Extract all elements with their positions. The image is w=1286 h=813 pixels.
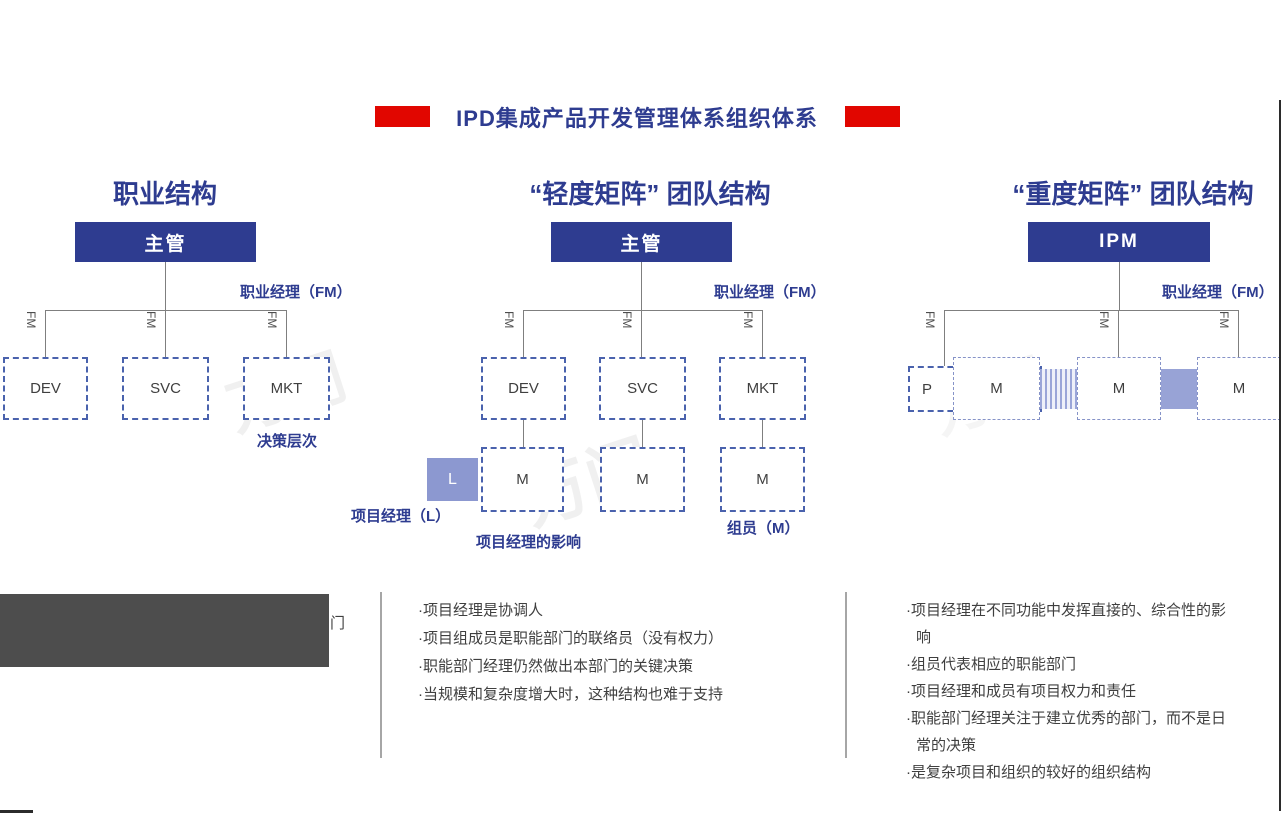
redacted-note-box xyxy=(0,594,329,667)
note-tail-text: 门 xyxy=(330,615,346,632)
connector-line xyxy=(523,310,763,311)
col1-dev-box: DEV xyxy=(3,357,88,420)
col2-bullet-1: ·项目经理是协调人 xyxy=(418,602,543,619)
title-accent-left xyxy=(375,106,430,127)
connector-line xyxy=(641,310,642,357)
col3-bullet-2: ·组员代表相应的职能部门 xyxy=(906,656,1076,673)
col3-member-m-box-2: M xyxy=(1077,357,1161,420)
col1-decision-level-label: 决策层次 xyxy=(257,433,318,450)
fm-tag: FM xyxy=(1217,311,1231,329)
fm-tag: FM xyxy=(265,311,279,329)
connector-line xyxy=(944,310,945,366)
col3-solid-connector xyxy=(1161,369,1197,409)
col3-member-m-box-3: M xyxy=(1197,357,1281,420)
col2-pm-influence-label: 项目经理的影响 xyxy=(476,534,582,551)
col1-svc-box: SVC xyxy=(122,357,209,420)
col2-bullet-2: ·项目组成员是职能部门的联络员（没有权力） xyxy=(418,630,723,647)
col3-header: “重度矩阵” 团队结构 xyxy=(1012,179,1254,209)
fm-tag: FM xyxy=(502,311,516,329)
col3-bullet-1: ·项目经理在不同功能中发挥直接的、综合性的影响 xyxy=(906,602,1226,646)
connector-line xyxy=(762,310,763,357)
connector-line xyxy=(641,262,642,310)
col2-member-label: 组员（M） xyxy=(727,520,800,537)
connector-line xyxy=(523,420,524,447)
fm-tag: FM xyxy=(1097,311,1111,329)
connector-line xyxy=(165,262,166,310)
connector-line xyxy=(45,310,46,357)
page-title: IPD集成产品开发管理体系组织体系 xyxy=(456,106,818,131)
connector-line xyxy=(642,420,643,447)
col1-mkt-box: MKT xyxy=(243,357,330,420)
slide-border-bottom-left xyxy=(0,810,33,813)
title-accent-right xyxy=(845,106,900,127)
slide-border-right xyxy=(1279,100,1281,811)
col2-bullet-list: ·项目经理是协调人 ·项目组成员是职能部门的联络员（没有权力） ·职能部门经理仍… xyxy=(418,597,848,709)
col3-bullet-list: ·项目经理在不同功能中发挥直接的、综合性的影响 ·组员代表相应的职能部门 ·项目… xyxy=(906,597,1228,786)
section-divider-2 xyxy=(845,592,847,758)
col3-bullet-4: ·职能部门经理关注于建立优秀的部门，而不是日常的决策 xyxy=(906,710,1226,754)
col2-dev-box: DEV xyxy=(481,357,566,420)
col2-supervisor-box: 主管 xyxy=(551,222,732,262)
col1-fm-manager-label: 职业经理（FM） xyxy=(240,284,352,301)
fm-tag: FM xyxy=(741,311,755,329)
fm-tag: FM xyxy=(923,311,937,329)
connector-line xyxy=(944,310,1238,311)
connector-line xyxy=(1238,310,1239,357)
connector-line xyxy=(1118,310,1119,357)
col3-bullet-3: ·项目经理和成员有项目权力和责任 xyxy=(906,683,1136,700)
connector-line xyxy=(523,310,524,357)
col2-member-m-box-2: M xyxy=(600,447,685,512)
col2-mkt-box: MKT xyxy=(719,357,806,420)
col2-leader-l-box: L xyxy=(427,458,478,501)
col2-bullet-3: ·职能部门经理仍然做出本部门的关键决策 xyxy=(418,658,693,675)
col2-bullet-4: ·当规模和复杂度增大时，这种结构也难于支持 xyxy=(418,686,723,703)
connector-line xyxy=(1119,262,1120,310)
col2-pm-label: 项目经理（L） xyxy=(351,508,451,525)
connector-line xyxy=(45,310,287,311)
col3-member-m-box-1: M xyxy=(953,357,1040,420)
col3-fm-manager-label: 职业经理（FM） xyxy=(1162,284,1274,301)
fm-tag: FM xyxy=(620,311,634,329)
fm-tag: FM xyxy=(24,311,38,329)
connector-line xyxy=(286,310,287,357)
connector-line xyxy=(165,310,166,357)
col3-bullet-5: ·是复杂项目和组织的较好的组织结构 xyxy=(906,764,1151,781)
fm-tag: FM xyxy=(144,311,158,329)
col2-member-m-box-3: M xyxy=(720,447,805,512)
col1-supervisor-box: 主管 xyxy=(75,222,256,262)
col1-header: 职业结构 xyxy=(112,179,217,209)
col3-ipm-box: IPM xyxy=(1028,222,1210,262)
connector-line xyxy=(762,420,763,447)
col2-member-m-box-1: M xyxy=(481,447,564,512)
col2-fm-manager-label: 职业经理（FM） xyxy=(714,284,826,301)
col2-svc-box: SVC xyxy=(599,357,686,420)
col3-hatch-connector xyxy=(1040,369,1077,409)
col2-header: “轻度矩阵” 团队结构 xyxy=(529,179,771,209)
section-divider-1 xyxy=(380,592,382,758)
